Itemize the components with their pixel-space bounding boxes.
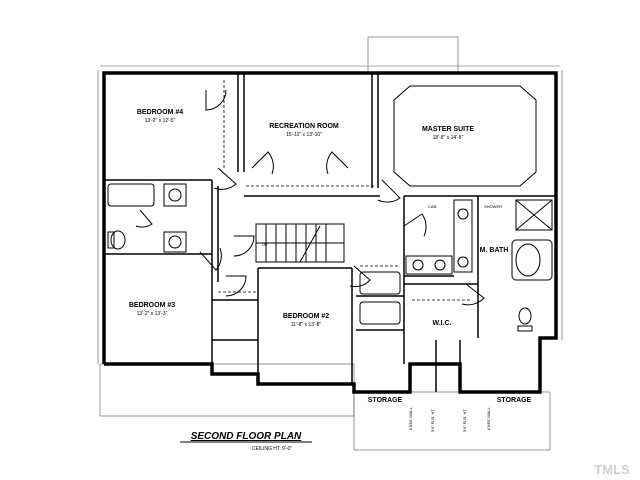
stair-up-label: UP <box>262 242 268 247</box>
bedroom3-dims: 13'-2" x 13'-3" <box>137 311 168 317</box>
door-swings <box>135 89 485 306</box>
wic-name: W.I.C. <box>432 320 451 327</box>
bedroom4-dims: 13'-2" x 12'-5" <box>145 118 176 124</box>
master-name: MASTER SUITE <box>422 126 474 133</box>
tray-ceiling <box>393 85 537 187</box>
roof-outline <box>97 36 563 451</box>
closets <box>218 80 470 301</box>
bedroom3-name: BEDROOM #3 <box>129 302 175 309</box>
bedroom2-name: BEDROOM #2 <box>283 313 329 320</box>
plan-title: SECOND FLOOR PLAN <box>191 431 302 442</box>
watermark: TMLS <box>594 462 630 477</box>
hall-bath-fixtures <box>107 183 187 253</box>
knee-wall-right: KNEE WALL <box>486 406 491 430</box>
recreation-dims: 15'-11" x 13'-10" <box>286 132 322 138</box>
bath2-fixtures <box>359 255 453 325</box>
shower-label: SHOWER <box>484 204 502 209</box>
staircase <box>255 223 345 263</box>
interior-walls <box>104 73 556 392</box>
mbath-name: M. BATH <box>480 247 509 254</box>
storage-outline <box>353 391 551 451</box>
walkin-left: 3'6" FLR. HT. <box>430 408 435 432</box>
bedroom4-name: BEDROOM #4 <box>137 109 183 116</box>
storage-right-name: STORAGE <box>497 397 532 404</box>
walkin-right: 3'6" FLR. HT. <box>462 408 467 432</box>
porch-outline <box>99 363 355 417</box>
master-dims: 18'-8" x 14'-8" <box>433 135 464 141</box>
plan-subtitle: CEILING HT. 9'-0" <box>252 446 292 452</box>
exterior-walls <box>102 71 558 394</box>
recreation-name: RECREATION ROOM <box>269 123 339 130</box>
cab-label: CAB. <box>428 204 437 209</box>
storage-left-name: STORAGE <box>368 397 403 404</box>
bedroom2-dims: 11'-8" x 13'-8" <box>291 322 322 328</box>
knee-wall-left: KNEE WALL <box>408 406 413 430</box>
master-bath-fixtures <box>453 199 553 332</box>
bay-outline <box>367 36 459 74</box>
